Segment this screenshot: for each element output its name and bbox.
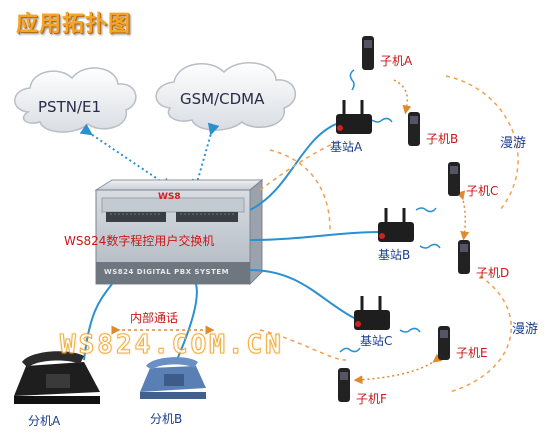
signal-d [419, 243, 441, 249]
handset-e [438, 326, 450, 360]
wire-ext-a [83, 283, 113, 361]
handset-e-label: 子机E [456, 346, 488, 360]
pbx-caption: WS824数字程控用户交换机 [64, 234, 215, 248]
signal-b [371, 117, 393, 123]
base-station-c-label: 基站C [360, 334, 393, 348]
base-station-b [378, 208, 414, 242]
gsm-label: GSM/CDMA [180, 90, 265, 108]
roaming-label-top: 漫游 [500, 136, 527, 151]
pbx-brand: WS8 [158, 192, 181, 202]
handset-links [353, 79, 470, 385]
page-title: 应用拓扑图 [16, 12, 132, 37]
roaming-arcs [445, 75, 519, 393]
dashed-links [259, 139, 347, 361]
pstn-label: PSTN/E1 [38, 98, 102, 116]
roam-arc-bottom [449, 275, 512, 393]
base-station-b-label: 基站B [378, 248, 411, 262]
extension-a-label: 分机A [28, 414, 61, 428]
handset-d-label: 子机D [476, 266, 510, 280]
handset-a-label: 子机A [380, 54, 413, 68]
gsm-link [191, 122, 220, 192]
desk-phone-a [14, 351, 100, 404]
roaming-label-bottom: 漫游 [512, 322, 539, 337]
base-station-c [354, 296, 390, 330]
handset-f-label: 子机F [356, 392, 387, 406]
handset-b-label: 子机B [426, 132, 459, 146]
wires [83, 123, 379, 363]
signal-e [399, 327, 421, 333]
handset-b [408, 112, 420, 146]
pbx-panel-text: WS824 DIGITAL PBX SYSTEM [104, 268, 230, 276]
handset-f [338, 368, 350, 402]
radio-signals [339, 69, 441, 353]
handset-c [448, 162, 460, 196]
pstn-cloud [14, 67, 137, 133]
pstn-link [79, 123, 173, 190]
handset-d [458, 240, 470, 274]
wire-base-c [249, 269, 355, 319]
internal-call-label: 内部通话 [130, 311, 179, 325]
handset-a [362, 36, 374, 70]
roam-arc-top [445, 75, 519, 211]
handset-c-label: 子机C [466, 184, 499, 198]
base-station-a-label: 基站A [330, 140, 363, 154]
base-station-a [336, 100, 372, 134]
extension-b-label: 分机B [150, 412, 183, 426]
pbx-unit [94, 178, 264, 286]
signal-f [339, 347, 361, 353]
signal-a [349, 69, 355, 91]
wire-ext-b [175, 283, 198, 363]
signal-c [415, 207, 437, 213]
watermark: WS824.COM.CN [60, 330, 284, 361]
desk-phone-b [140, 357, 206, 399]
wire-base-b [249, 231, 379, 241]
